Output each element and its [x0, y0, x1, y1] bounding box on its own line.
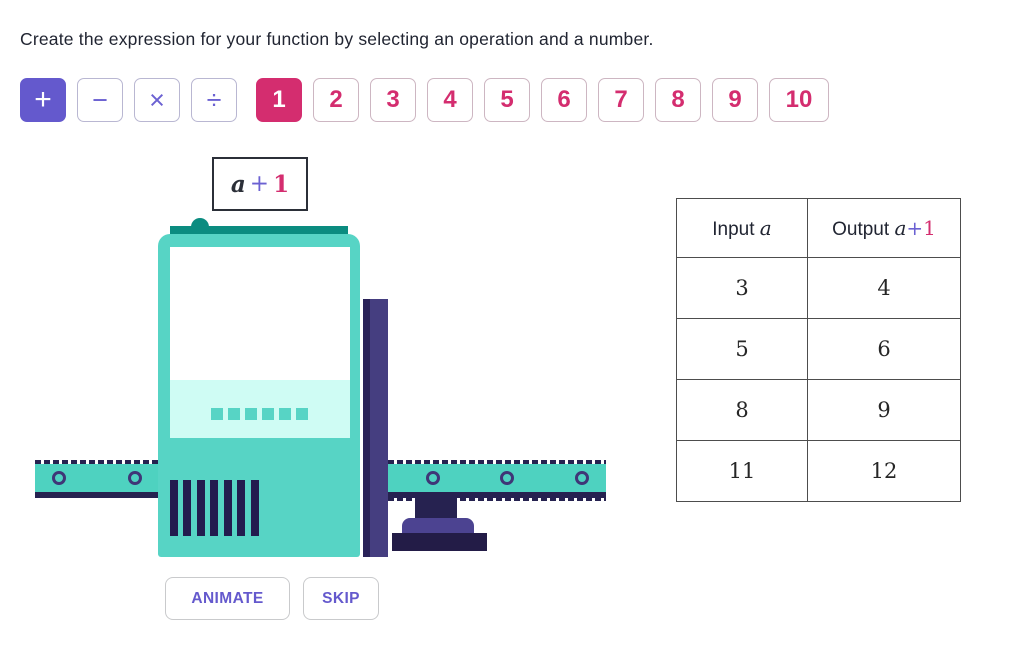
pedestal-neck: [415, 498, 457, 520]
table-row: 5 6: [676, 318, 961, 380]
conveyor-wheel: [500, 471, 514, 485]
conveyor-belt-left: [35, 460, 158, 498]
input-header-label: Input: [712, 218, 755, 240]
tray-dash: [279, 408, 291, 420]
input-cell: 5: [676, 318, 808, 380]
machine-side-bar-shadow: [363, 299, 370, 557]
number-button-9[interactable]: 9: [712, 78, 758, 122]
input-header: Input a: [676, 198, 808, 258]
pedestal-cap: [402, 518, 474, 535]
machine-screen-tray: [170, 380, 350, 438]
belt-band: [35, 464, 158, 492]
machine-top-bar: [170, 226, 348, 235]
machine-vent: [237, 480, 245, 536]
expression-variable: a: [230, 170, 246, 198]
output-cell: 4: [807, 257, 961, 319]
number-button-10[interactable]: 10: [769, 78, 829, 122]
number-button-6[interactable]: 6: [541, 78, 587, 122]
tray-dash: [296, 408, 308, 420]
belt-teeth: [35, 460, 158, 464]
conveyor-wheel: [128, 471, 142, 485]
belt-teeth: [388, 498, 606, 501]
machine-screen-window: [170, 247, 350, 380]
conveyor-wheel: [426, 471, 440, 485]
tray-dash: [228, 408, 240, 420]
tray-dash: [262, 408, 274, 420]
table-row: 8 9: [676, 379, 961, 441]
expression-label: a + 1: [212, 157, 308, 211]
number-button-4[interactable]: 4: [427, 78, 473, 122]
output-cell: 6: [807, 318, 961, 380]
pedestal-base: [392, 533, 487, 551]
operation-button-divide[interactable]: ÷: [191, 78, 237, 122]
animate-button[interactable]: ANIMATE: [165, 577, 290, 620]
output-header-operator: +: [906, 215, 924, 240]
table-header-row: Input a Output a+1: [676, 198, 961, 258]
tray-dash: [245, 408, 257, 420]
machine-vent: [183, 480, 191, 536]
number-button-1[interactable]: 1: [256, 78, 302, 122]
input-cell: 11: [676, 440, 808, 502]
table-row: 11 12: [676, 440, 961, 502]
input-output-table: Input a Output a+1 3 4 5 6 8 9 11 12: [676, 198, 961, 502]
tray-dash: [211, 408, 223, 420]
machine-vent: [251, 480, 259, 536]
instruction-text: Create the expression for your function …: [20, 29, 654, 49]
belt-band: [388, 464, 606, 492]
operation-button-subtract[interactable]: −: [77, 78, 123, 122]
number-button-5[interactable]: 5: [484, 78, 530, 122]
machine-vent: [197, 480, 205, 536]
number-button-2[interactable]: 2: [313, 78, 359, 122]
expression-operator: +: [249, 171, 270, 197]
output-header-number: 1: [923, 215, 936, 240]
output-header-variable: a: [894, 215, 907, 240]
conveyor-wheel: [52, 471, 66, 485]
belt-teeth: [388, 460, 606, 464]
output-header-label: Output: [832, 218, 890, 240]
expression-number: 1: [273, 170, 290, 198]
output-cell: 12: [807, 440, 961, 502]
skip-button[interactable]: SKIP: [303, 577, 379, 620]
conveyor-wheel: [575, 471, 589, 485]
conveyor-belt-right: [388, 460, 606, 501]
operation-button-add[interactable]: +: [20, 78, 66, 122]
number-button-7[interactable]: 7: [598, 78, 644, 122]
machine-vent: [210, 480, 218, 536]
machine-vent: [170, 480, 178, 536]
belt-bottom-edge: [35, 492, 158, 498]
belt-bottom-edge: [388, 492, 606, 498]
operation-button-multiply[interactable]: ×: [134, 78, 180, 122]
input-cell: 8: [676, 379, 808, 441]
output-cell: 9: [807, 379, 961, 441]
number-button-3[interactable]: 3: [370, 78, 416, 122]
machine-vent: [224, 480, 232, 536]
input-cell: 3: [676, 257, 808, 319]
table-row: 3 4: [676, 257, 961, 319]
output-header: Output a+1: [807, 198, 961, 258]
input-header-variable: a: [759, 215, 772, 240]
machine-screen: [170, 247, 350, 438]
number-button-8[interactable]: 8: [655, 78, 701, 122]
